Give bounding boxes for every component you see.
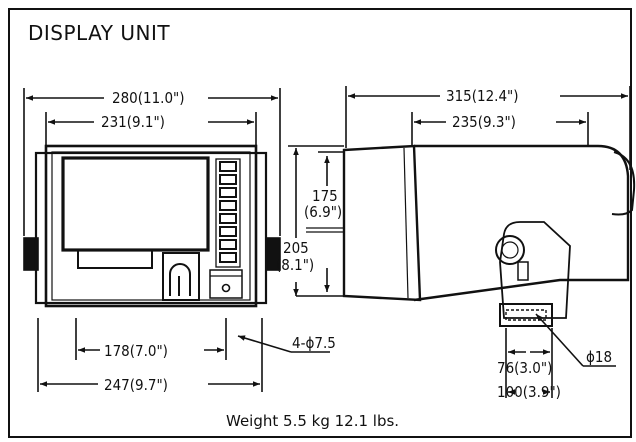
left-knob [23, 237, 39, 271]
dim-cabinet-depth: 235(9.3") [452, 113, 516, 131]
bracket-knob [495, 235, 525, 265]
side-bracket [499, 221, 571, 319]
dim-overall-depth: 315(12.4") [446, 87, 519, 105]
dim-overall-height-value: 205 [283, 239, 309, 257]
crt-screen [61, 156, 210, 252]
drawing-frame [8, 8, 632, 438]
side-bezel [342, 144, 422, 302]
front-view [23, 88, 330, 392]
drawing-title: DISPLAY UNIT [28, 21, 171, 45]
dim-mount-holes: 4-ϕ7.5 [292, 334, 336, 352]
weight-caption: Weight 5.5 kg 12.1 lbs. [226, 412, 399, 430]
side-view [288, 86, 636, 398]
dim-mount-inner: 178(7.0") [104, 342, 168, 360]
front-cabinet [44, 144, 258, 308]
dimmer-panel [209, 269, 243, 299]
dim-mount-outer: 247(9.7") [104, 376, 168, 394]
dim-bracket-outer: 100(3.9") [497, 383, 561, 401]
dim-cabinet-height-inch: (6.9") [304, 203, 342, 221]
side-cabinet [413, 144, 630, 302]
dimension-labels: 280(11.0") 231(9.1") 178(7.0") 247(9.7")… [101, 87, 612, 401]
dim-overall-width: 280(11.0") [112, 89, 185, 107]
front-bracket [34, 151, 268, 305]
label-plate [77, 249, 153, 269]
power-panel [162, 252, 200, 301]
key-column [215, 158, 241, 268]
dim-bracket-inner: 76(3.0") [497, 359, 552, 377]
dim-cabinet-height-value: 175 [312, 187, 338, 205]
dim-overall-height-inch: (8.1") [276, 256, 314, 274]
dim-bolt-hole: ϕ18 [586, 348, 612, 366]
dimmer-knob [221, 283, 231, 293]
dim-cabinet-width: 231(9.1") [101, 113, 165, 131]
